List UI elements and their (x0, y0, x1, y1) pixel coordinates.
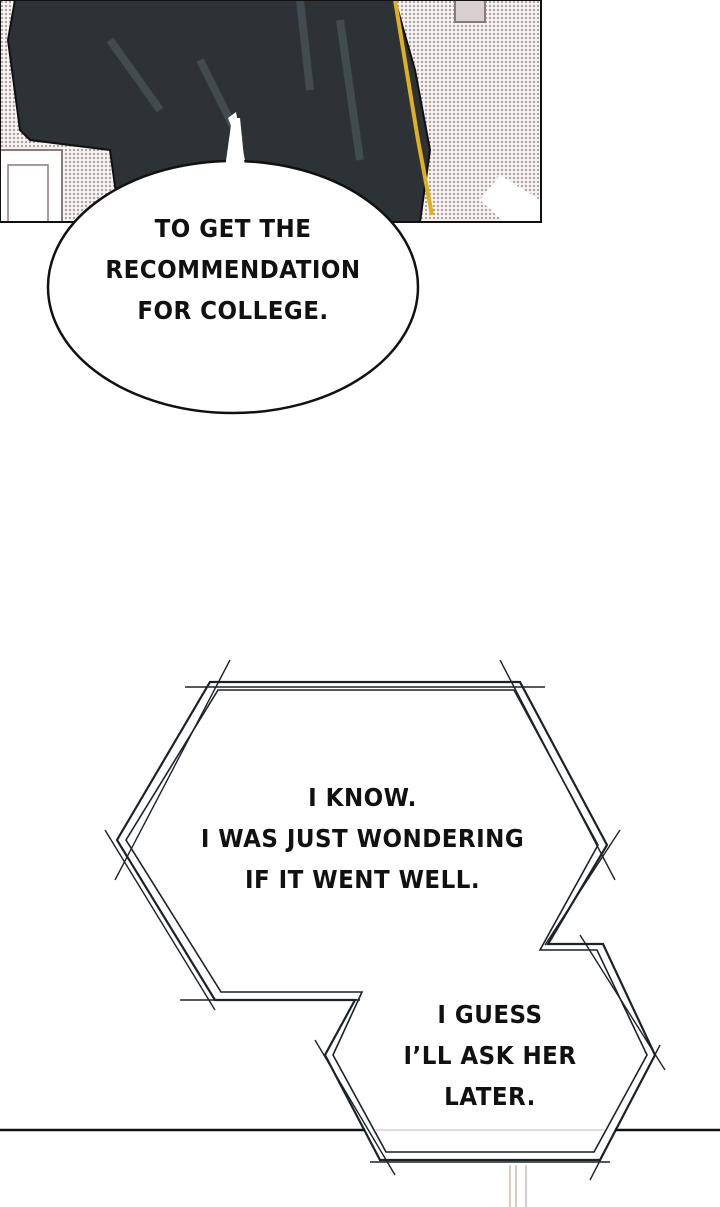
text-line: I WAS JUST WONDERING (200, 824, 525, 853)
text-line: RECOMMENDATION (105, 255, 361, 284)
text-line: I’LL ASK HER (403, 1041, 577, 1070)
top-panel (0, 0, 542, 255)
text-line: FOR COLLEGE. (137, 296, 329, 325)
thought-box-text-1: I KNOW. I WAS JUST WONDERING IF IT WENT … (167, 777, 558, 900)
text-line: I KNOW. (308, 783, 417, 812)
text-line: I GUESS (437, 1000, 543, 1029)
text-line: IF IT WENT WELL. (244, 865, 481, 894)
hexagon-box (104, 659, 666, 1181)
wall-sign (454, 0, 486, 23)
speech-bubble-1-text: TO GET THE RECOMMENDATION FOR COLLEGE. (63, 208, 403, 331)
text-line: TO GET THE (154, 214, 312, 243)
text-line: LATER. (444, 1082, 536, 1111)
jacket-stripe (393, 0, 434, 216)
thought-box-text-2: I GUESS I’LL ASK HER LATER. (398, 994, 582, 1117)
speech-bubble-1 (46, 112, 420, 415)
